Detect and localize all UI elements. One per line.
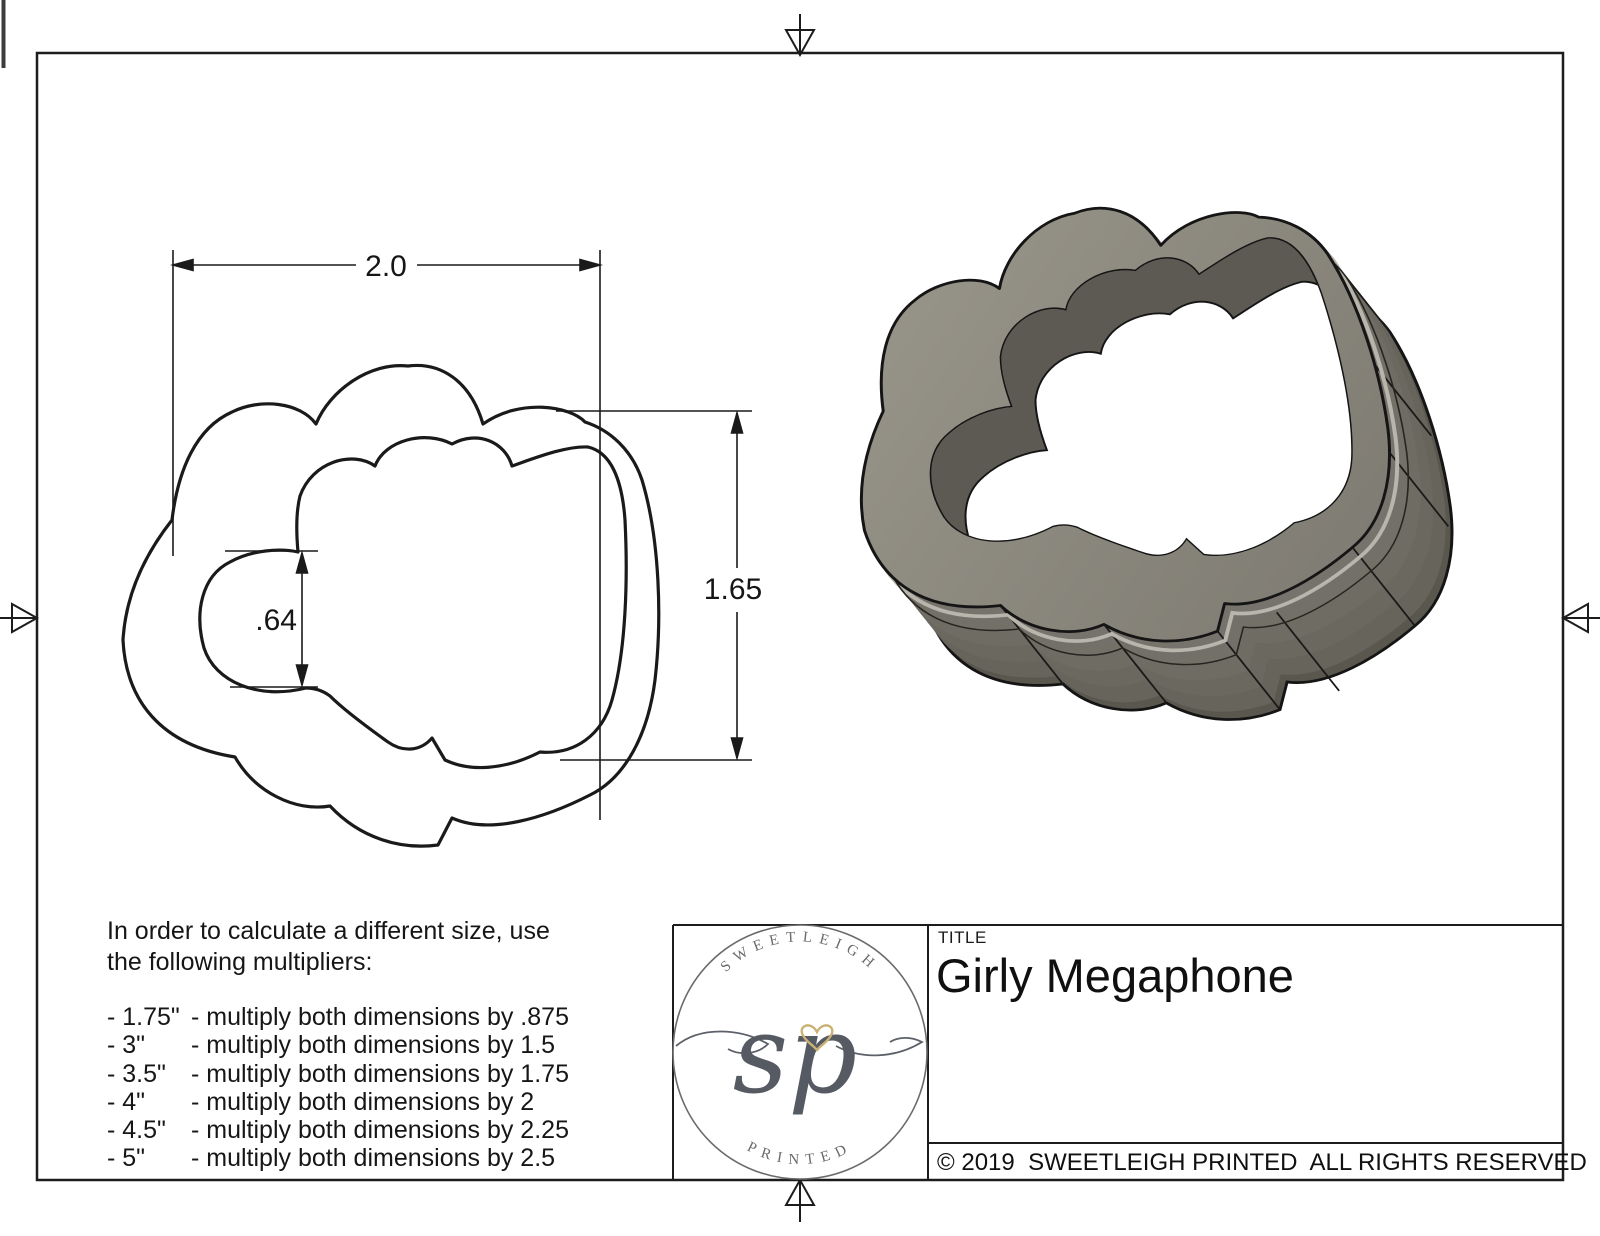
bottom-center-mark xyxy=(784,1177,816,1222)
width-dim-label: 2.0 xyxy=(365,250,407,283)
inner-profile-path xyxy=(198,436,628,770)
multiplier-size: - 3" xyxy=(107,1031,146,1060)
multiplier-row: - 3" - multiply both dimensions by 1.5 xyxy=(107,1031,569,1059)
right-center-mark xyxy=(1560,602,1600,634)
left-center-mark xyxy=(0,602,40,634)
height-dimension xyxy=(556,409,752,762)
render-3d-view xyxy=(804,155,1495,794)
page-title: Girly Megaphone xyxy=(936,949,1294,1002)
width-dimension xyxy=(169,250,604,820)
ortho-view: 2.0 1.65 .64 xyxy=(121,250,762,848)
multiplier-size: - 1.75" xyxy=(107,1003,180,1031)
render-panel-lines xyxy=(999,253,1450,711)
logo-circle xyxy=(672,924,928,1180)
multiplier-row: - 1.75" - multiply both dimensions by .8… xyxy=(107,1003,569,1031)
multiplier-size: - 5" xyxy=(107,1144,146,1173)
logo-heart-icon xyxy=(800,1024,834,1052)
instructions-intro-line2: the following multipliers: xyxy=(107,947,373,976)
brand-logo: SWEETLEIGH PRINTED sp xyxy=(672,924,928,1180)
multiplier-size: - 4" xyxy=(107,1087,146,1116)
inner-dim-label: .64 xyxy=(255,604,297,637)
multiplier-row: - 4.5" - multiply both dimensions by 2.2… xyxy=(107,1116,569,1144)
logo-flourish xyxy=(675,1030,924,1057)
multiplier-row: - 3.5" - multiply both dimensions by 1.7… xyxy=(107,1060,569,1088)
inner-dimension xyxy=(225,549,318,689)
height-dim-label: 1.65 xyxy=(704,573,762,606)
logo-monogram: sp xyxy=(733,993,858,1118)
instructions-intro-line1: In order to calculate a different size, … xyxy=(107,917,550,945)
multiplier-rule: - multiply both dimensions by 2.25 xyxy=(191,1116,569,1145)
multiplier-rule: - multiply both dimensions by .875 xyxy=(191,1003,569,1031)
outer-profile-path xyxy=(121,363,661,848)
multiplier-rule: - multiply both dimensions by 2.5 xyxy=(191,1144,556,1173)
multiplier-list: - 1.75" - multiply both dimensions by .8… xyxy=(107,1003,569,1173)
sizing-instructions: In order to calculate a different size, … xyxy=(107,916,569,1173)
page-edge-artifact xyxy=(1,0,6,68)
copyright-text: © 2019 SWEETLEIGH PRINTED ALL RIGHTS RES… xyxy=(937,1149,1587,1176)
multiplier-size: - 4.5" xyxy=(107,1116,166,1145)
multiplier-rule: - multiply both dimensions by 2 xyxy=(191,1087,535,1116)
title-block-label: TITLE xyxy=(938,928,987,947)
top-center-mark xyxy=(784,14,816,58)
multiplier-row: - 4" - multiply both dimensions by 2 xyxy=(107,1088,569,1116)
multiplier-rule: - multiply both dimensions by 1.5 xyxy=(191,1031,556,1060)
multiplier-row: - 5" - multiply both dimensions by 2.5 xyxy=(107,1144,569,1172)
multiplier-rule: - multiply both dimensions by 1.75 xyxy=(191,1059,569,1088)
multiplier-size: - 3.5" xyxy=(107,1059,166,1088)
